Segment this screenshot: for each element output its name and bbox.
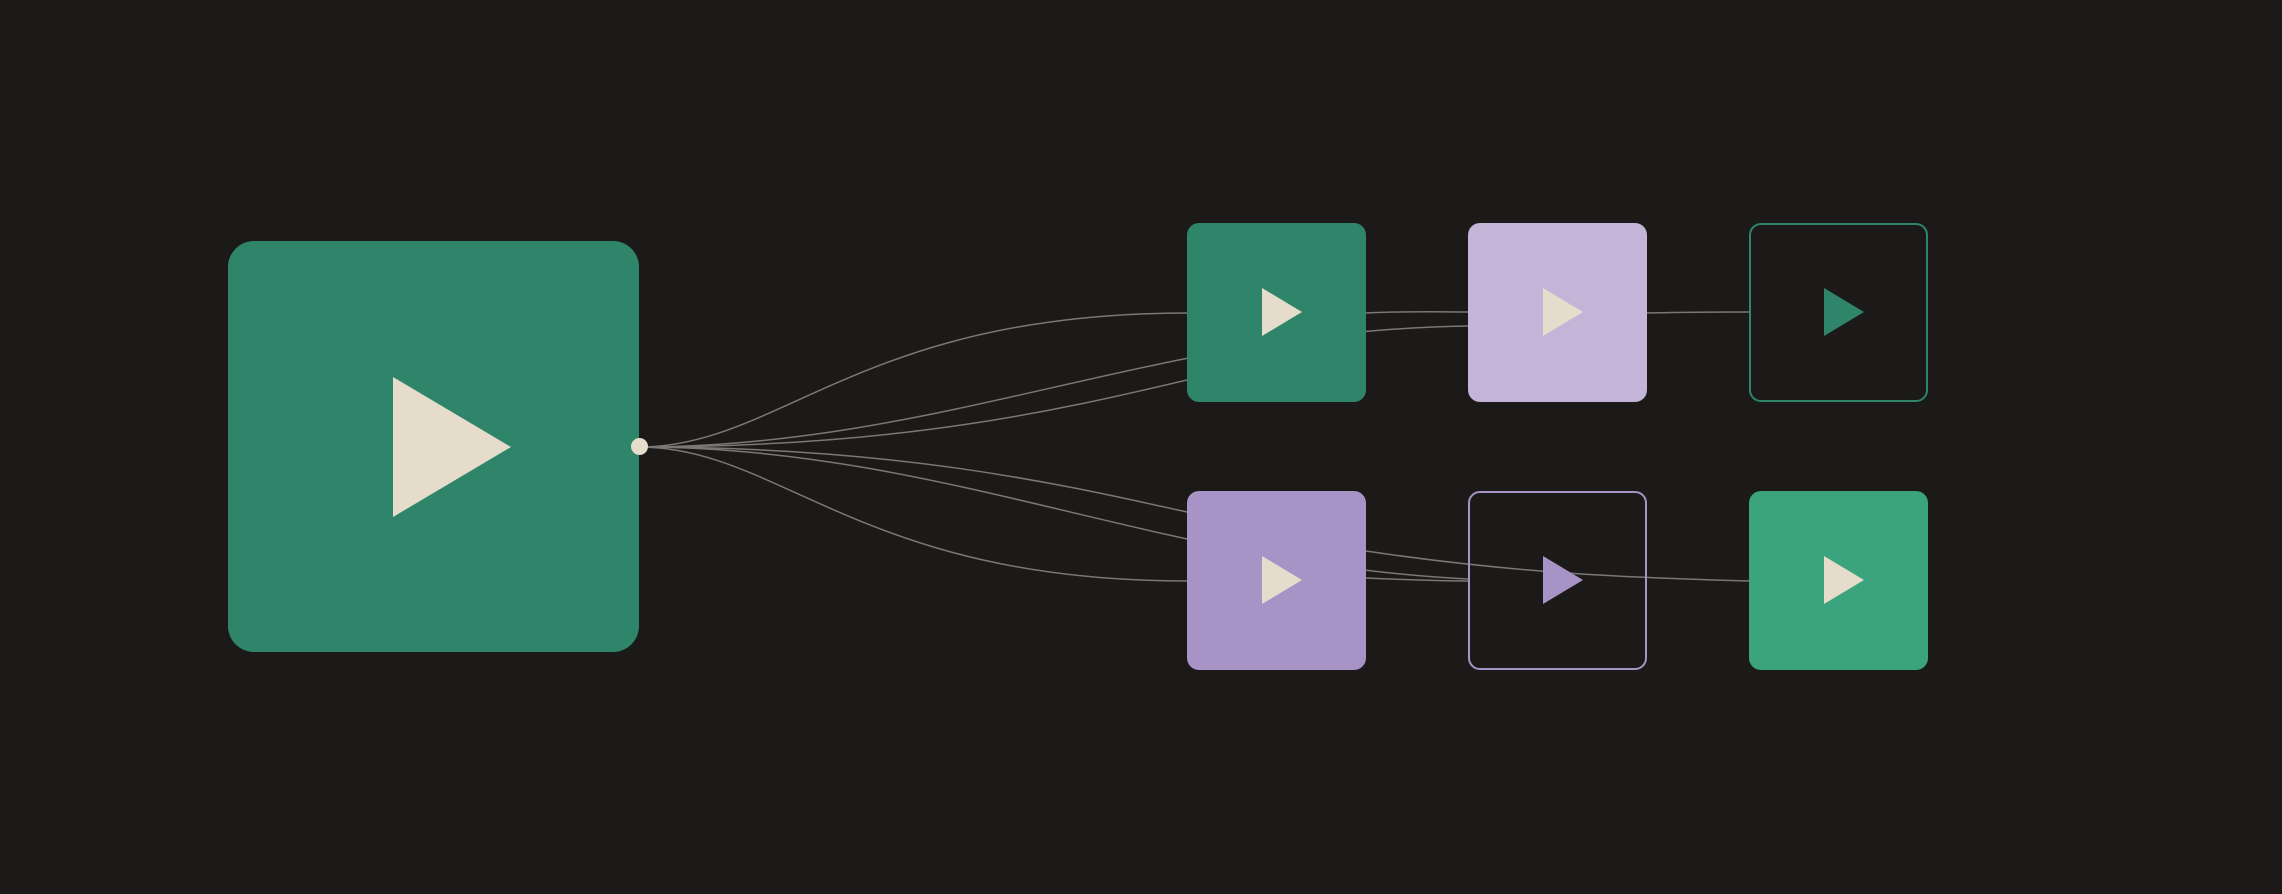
play-icon xyxy=(1543,288,1583,336)
output-port[interactable] xyxy=(631,438,648,455)
edge-b-to-c xyxy=(1646,311,1750,314)
play-icon xyxy=(393,377,511,517)
edge-a-to-b xyxy=(1365,311,1469,314)
node-b[interactable] xyxy=(1468,223,1647,402)
edge-source-to-d-upper xyxy=(638,446,1188,513)
edge-source-to-d xyxy=(638,446,1188,582)
edge-d-to-f xyxy=(1365,550,1750,582)
node-d[interactable] xyxy=(1187,491,1366,670)
play-icon xyxy=(1262,288,1302,336)
node-a[interactable] xyxy=(1187,223,1366,402)
source-node[interactable] xyxy=(228,241,639,652)
play-icon xyxy=(1824,288,1864,336)
edge-d-to-e xyxy=(1365,577,1469,582)
play-icon xyxy=(1824,556,1864,604)
node-c[interactable] xyxy=(1749,223,1928,402)
edge-source-to-a xyxy=(638,312,1188,448)
node-f[interactable] xyxy=(1749,491,1928,670)
edge-source-to-a-lower xyxy=(638,379,1188,448)
node-e[interactable] xyxy=(1468,491,1647,670)
play-icon xyxy=(1543,556,1583,604)
play-icon xyxy=(1262,556,1302,604)
